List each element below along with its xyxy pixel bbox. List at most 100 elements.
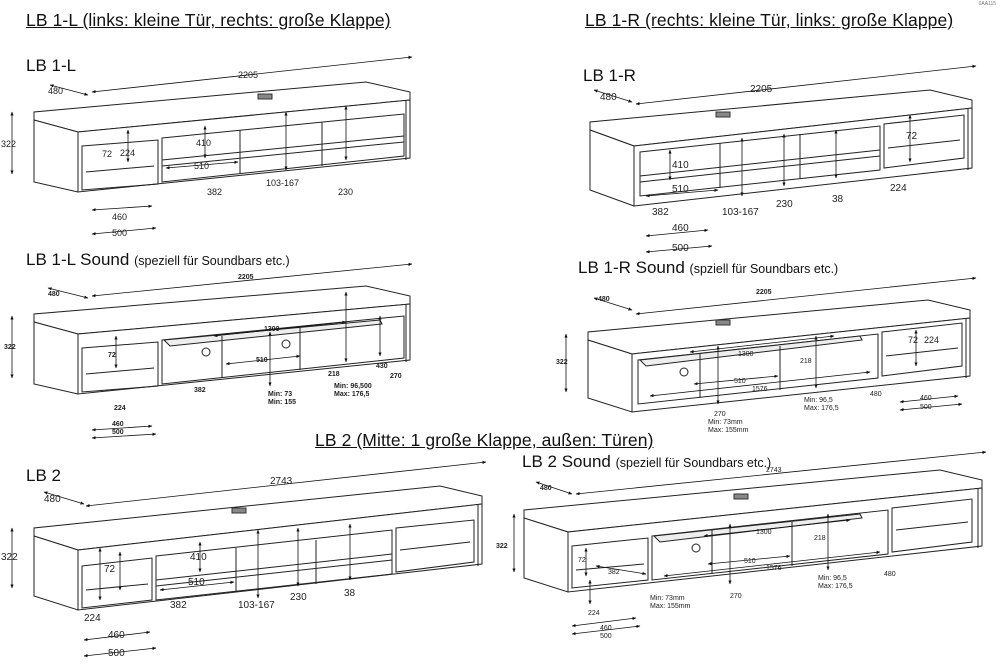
dim-depth: 480 bbox=[44, 494, 61, 505]
dimension-labels-lb1r: 2205 480 72 410 510 382 103-167 230 38 2… bbox=[600, 84, 918, 254]
dim-d: 510 bbox=[188, 577, 205, 588]
dim-n2: Max: 176,5 bbox=[804, 405, 839, 412]
dim-c: 410 bbox=[672, 160, 689, 171]
dim-a: 72 bbox=[908, 335, 918, 345]
dim-a: 72 bbox=[108, 352, 116, 359]
dim-b: 224 bbox=[890, 183, 907, 194]
document-code: 0AA115 bbox=[978, 1, 996, 7]
dim-f: 103-167 bbox=[238, 600, 275, 611]
cabinet-lb1r bbox=[589, 89, 973, 207]
variant-note: (spziell für Soundbars etc.) bbox=[689, 262, 839, 276]
dim-p: 218 bbox=[328, 371, 340, 378]
dim-m1: Min: 73mm bbox=[650, 595, 685, 602]
dim-a: 72 bbox=[102, 149, 112, 159]
dimension-labels-lb1l-sound: 2205 480 322 72 224 1300 510 382 Min: 73… bbox=[4, 274, 402, 436]
dim-b: 224 bbox=[588, 610, 600, 617]
dim-i: 500 bbox=[108, 648, 125, 659]
dim-e: 382 bbox=[652, 207, 669, 218]
dimensions-lb2 bbox=[10, 460, 487, 658]
dim-i: 500 bbox=[112, 228, 127, 238]
cabinet-lb1l bbox=[33, 81, 411, 193]
heading-lb1l: LB 1-L (links: kleine Tür, rechts: große… bbox=[26, 10, 391, 30]
dim-g: 230 bbox=[776, 199, 793, 210]
dim-height: 322 bbox=[496, 543, 508, 550]
dim-q: 480 bbox=[884, 571, 896, 578]
dim-height: 322 bbox=[1, 552, 18, 563]
dimensions-lb1r-sound bbox=[564, 276, 977, 412]
variant-title-lb1l: LB 1-L bbox=[26, 56, 77, 75]
dim-n1: Min: 96,5 bbox=[818, 575, 847, 582]
dim-d: 510 bbox=[734, 378, 746, 385]
dimensions-lb1l bbox=[10, 55, 413, 236]
dim-e: 382 bbox=[194, 387, 206, 394]
variant-title-lb1r: LB 1-R bbox=[583, 66, 636, 85]
dim-height: 322 bbox=[556, 359, 568, 366]
cabinet-lb1r-sound bbox=[587, 299, 971, 413]
dimension-labels-lb2-sound: 2743 480 322 72 382 224 1300 218 510 157… bbox=[496, 467, 896, 640]
dim-d: 510 bbox=[744, 558, 756, 565]
dim-p: 218 bbox=[800, 358, 812, 365]
dim-k: 38 bbox=[832, 194, 844, 205]
dim-depth: 480 bbox=[540, 485, 552, 492]
dimensions-lb1l-sound bbox=[10, 262, 413, 440]
dim-height: 322 bbox=[4, 344, 16, 351]
dim-b: 224 bbox=[120, 148, 135, 158]
dim-m2: Max: 155mm bbox=[708, 427, 749, 434]
dim-width: 2205 bbox=[756, 289, 772, 296]
dim-m1: Min: 73 bbox=[268, 391, 292, 398]
variant-title-lb2: LB 2 bbox=[26, 466, 61, 485]
variant-title-lb1r-sound: LB 1-R Sound (spziell für Soundbars etc.… bbox=[578, 258, 838, 278]
dim-depth: 480 bbox=[598, 296, 610, 303]
dim-h: 460 bbox=[600, 625, 612, 632]
dim-e: 382 bbox=[608, 569, 620, 576]
dim-p: 218 bbox=[814, 535, 826, 542]
dim-m2: Max: 155mm bbox=[650, 603, 691, 610]
dimensions-lb1r bbox=[593, 64, 977, 254]
dim-width: 2205 bbox=[238, 70, 258, 80]
dim-m2: Min: 155 bbox=[268, 399, 296, 406]
dim-b: 224 bbox=[84, 613, 101, 624]
dim-s: 1300 bbox=[756, 529, 772, 536]
dim-width: 2205 bbox=[238, 274, 254, 281]
dim-d: 510 bbox=[672, 184, 689, 195]
dim-e: 382 bbox=[170, 600, 187, 611]
dim-width: 2743 bbox=[270, 476, 293, 487]
dim-depth: 480 bbox=[48, 291, 60, 298]
dimension-labels-lb1r-sound: 2205 480 322 1300 218 510 1576 72 224 Mi… bbox=[556, 289, 939, 434]
dim-g: 230 bbox=[290, 592, 307, 603]
variant-name: LB 1-R Sound bbox=[578, 258, 685, 277]
dim-depth: 480 bbox=[600, 92, 617, 103]
dim-g: 230 bbox=[338, 187, 353, 197]
dim-i: 500 bbox=[672, 243, 689, 254]
dim-b: 224 bbox=[924, 335, 939, 345]
dim-e: 382 bbox=[207, 187, 222, 197]
dim-n1: Min: 96,500 bbox=[334, 383, 372, 390]
heading-lb2: LB 2 (Mitte: 1 große Klappe, außen: Türe… bbox=[315, 430, 654, 450]
dim-b: 224 bbox=[114, 405, 126, 412]
dim-d: 510 bbox=[256, 357, 268, 364]
dim-d: 510 bbox=[194, 161, 209, 171]
dim-r: 270 bbox=[730, 593, 742, 600]
dim-n1: Min: 96,5 bbox=[804, 397, 833, 404]
dim-h: 460 bbox=[920, 395, 932, 402]
dimension-labels-lb1l: 2205 480 322 72 224 410 510 382 103-167 … bbox=[1, 70, 353, 238]
dim-depth: 480 bbox=[48, 86, 63, 96]
dim-a: 72 bbox=[906, 131, 918, 142]
dim-t: 1576 bbox=[752, 386, 768, 393]
dim-width: 2205 bbox=[750, 84, 773, 95]
dim-i: 500 bbox=[920, 404, 932, 411]
heading-lb1r: LB 1-R (rechts: kleine Tür, links: große… bbox=[585, 10, 954, 30]
dim-h: 460 bbox=[112, 421, 124, 428]
dim-f: 103-167 bbox=[722, 207, 759, 218]
cabinet-lb1l-sound bbox=[33, 285, 411, 395]
dim-s: 1300 bbox=[738, 351, 754, 358]
dim-h: 460 bbox=[112, 212, 127, 222]
dim-t: 1576 bbox=[766, 565, 782, 572]
dim-n2: Max: 176,5 bbox=[334, 391, 370, 398]
dim-c: 410 bbox=[190, 552, 207, 563]
dim-h: 460 bbox=[672, 223, 689, 234]
dim-i: 500 bbox=[112, 429, 124, 436]
dimension-labels-lb2: 2743 480 322 72 224 410 510 382 103-167 … bbox=[1, 476, 356, 659]
